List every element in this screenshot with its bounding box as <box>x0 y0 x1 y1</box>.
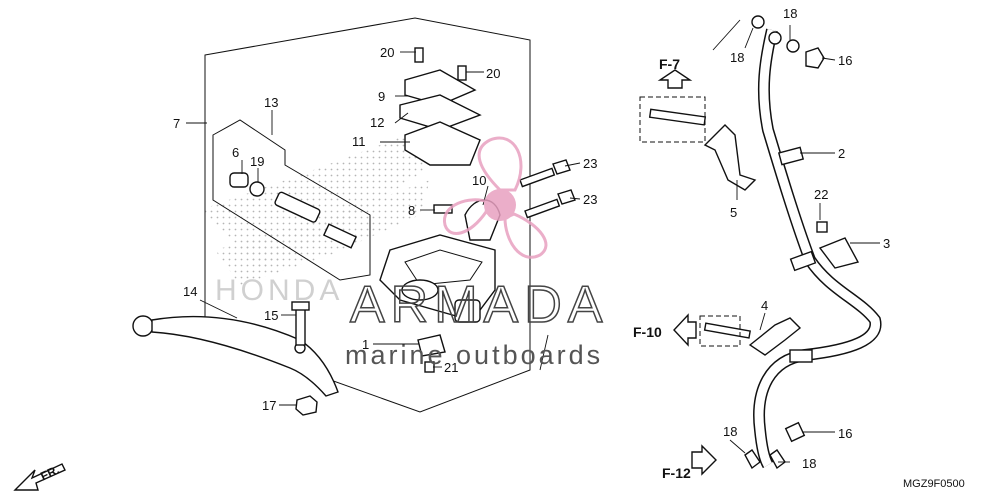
callout-8: 8 <box>408 203 415 218</box>
circlip <box>249 181 265 197</box>
f7-reference-box <box>639 96 706 143</box>
callout-16-bottom: 16 <box>838 426 852 441</box>
piston-boot <box>229 172 249 188</box>
holder-bolt-2 <box>524 189 576 219</box>
callout-7: 7 <box>173 116 180 131</box>
piston <box>274 191 321 223</box>
master-cylinder-body <box>379 234 496 323</box>
callout-1: 1 <box>362 337 369 352</box>
callout-18-top-right: 18 <box>783 6 797 21</box>
lever-pivot-bolt <box>291 301 310 346</box>
brake-hose <box>751 15 882 469</box>
clamp-bolt <box>816 221 828 233</box>
diagram-code: MGZ9F0500 <box>903 478 965 490</box>
banjo-bolt-top <box>805 47 825 69</box>
callout-14: 14 <box>183 284 197 299</box>
piston-kit-group-outline <box>212 119 371 281</box>
callout-20-right: 20 <box>486 66 500 81</box>
callout-16-top: 16 <box>838 53 852 68</box>
callout-18-bottom-left: 18 <box>723 424 737 439</box>
callout-22: 22 <box>814 187 828 202</box>
reference-f7: F-7 <box>659 56 680 72</box>
callout-23-bottom: 23 <box>583 192 597 207</box>
callout-6: 6 <box>232 145 239 160</box>
callout-19: 19 <box>250 154 264 169</box>
background-mark-text: HONDA <box>215 274 343 307</box>
callout-13: 13 <box>264 95 278 110</box>
callout-18-top-left: 18 <box>730 50 744 65</box>
callout-23-top: 23 <box>583 156 597 171</box>
callout-9: 9 <box>378 89 385 104</box>
brake-lever <box>132 315 339 397</box>
f10-reference-box <box>699 315 741 347</box>
reservoir-cap-assembly <box>399 69 482 166</box>
watermark-propeller-logo <box>443 136 548 259</box>
callout-21: 21 <box>444 360 458 375</box>
leader-lines <box>186 19 880 463</box>
sealing-washer-bottom-1 <box>744 449 761 470</box>
callout-2: 2 <box>838 146 845 161</box>
reference-f12: F-12 <box>662 465 691 481</box>
callout-18-bottom-right: 18 <box>802 456 816 471</box>
stop-switch <box>417 334 446 357</box>
callout-5: 5 <box>730 205 737 220</box>
f12-arrow <box>691 444 717 476</box>
piston-spring <box>322 223 358 249</box>
callout-12: 12 <box>370 115 384 130</box>
sealing-washer-bottom-2 <box>769 449 786 470</box>
hose-guide-clamp <box>818 237 860 269</box>
lower-hose-bracket <box>703 317 802 356</box>
holder-bolt-1 <box>519 159 571 188</box>
lever-pivot-nut <box>295 395 318 416</box>
callout-labels: 7 13 6 19 20 20 9 12 11 10 8 23 23 14 15… <box>173 6 890 471</box>
callout-10: 10 <box>472 173 486 188</box>
holder-clip <box>433 204 453 214</box>
callout-3: 3 <box>883 236 890 251</box>
watermark-tagline: marine outboards <box>345 340 603 370</box>
callout-15: 15 <box>264 308 278 323</box>
cap-screw-1 <box>414 47 424 63</box>
callout-17: 17 <box>262 398 276 413</box>
hose-clamp-bracket <box>648 108 757 191</box>
callout-20-top: 20 <box>380 45 394 60</box>
f7-arrow <box>657 69 693 89</box>
watermark-brand: ARMADA <box>350 276 608 334</box>
reference-f10: F-10 <box>633 324 662 340</box>
background-wing-mark: HONDA <box>200 130 470 307</box>
callout-11: 11 <box>352 134 366 149</box>
callout-4: 4 <box>761 298 768 313</box>
sealing-washer-top <box>786 39 800 53</box>
banjo-bolt-bottom <box>784 421 806 443</box>
front-direction-arrow <box>13 463 66 491</box>
cap-screw-2 <box>457 65 467 81</box>
f10-arrow <box>673 313 697 347</box>
